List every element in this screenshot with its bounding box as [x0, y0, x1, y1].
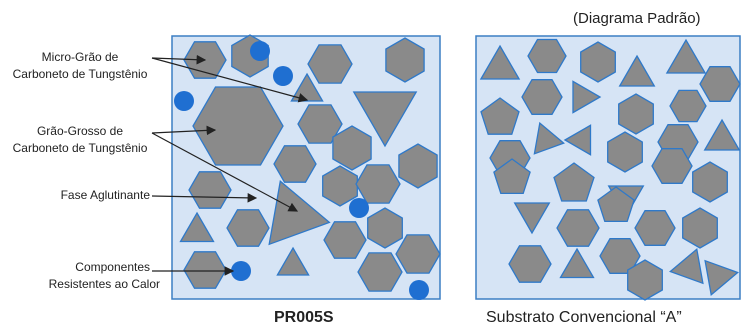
arrow-coarse-grain-1	[151, 125, 217, 136]
coarse-grain	[352, 91, 418, 148]
conventional-grain	[682, 207, 718, 249]
micro-grain	[395, 234, 441, 274]
heat-component-dot	[174, 91, 194, 111]
heat-components	[174, 41, 429, 300]
conventional-grain	[634, 210, 676, 246]
right-grains	[479, 38, 741, 301]
micro-grain	[323, 221, 367, 259]
conventional-grain	[556, 209, 600, 247]
micro-grain	[385, 37, 425, 83]
label-heat-components-line2: Resistentes ao Calor	[48, 277, 160, 291]
micro-grain	[179, 211, 215, 243]
conventional-grain	[572, 80, 602, 114]
left-panel-title: PR005S	[274, 309, 334, 326]
label-micro-grain-line2: Carboneto de Tungstênio	[12, 67, 148, 81]
diagram-note: (Diagrama Padrão)	[573, 10, 701, 27]
conventional-grain	[618, 54, 656, 87]
coarse-grain	[268, 179, 331, 246]
label-coarse-grain: Grão-Grosso de Carboneto de Tungstênio	[0, 123, 160, 157]
conventional-grain	[669, 89, 707, 123]
micro-grain	[276, 246, 310, 276]
micro-grain	[357, 252, 403, 292]
conventional-grain	[651, 148, 693, 184]
micro-grain	[226, 209, 270, 247]
conventional-grain	[627, 259, 663, 301]
micro-grain	[273, 145, 317, 183]
heat-component-dot	[250, 41, 270, 61]
conventional-grain	[665, 38, 707, 74]
label-heat-components: Componentes Resistentes ao Calor	[0, 259, 160, 293]
micro-grain	[355, 164, 401, 204]
conventional-grain	[480, 97, 520, 135]
label-heat-components-line1: Componentes	[75, 260, 150, 274]
right-panel-title: Substrato Convencional “A”	[486, 309, 682, 326]
micro-grain	[307, 44, 353, 84]
conventional-grain	[559, 247, 595, 279]
micro-grain	[297, 104, 343, 144]
label-binder-phase: Fase Aglutinante	[0, 187, 150, 204]
label-coarse-grain-line2: Carboneto de Tungstênio	[12, 141, 148, 155]
conventional-grain	[479, 44, 521, 80]
conventional-grain	[699, 66, 741, 102]
conventional-grain	[704, 259, 739, 297]
conventional-grain	[703, 118, 741, 151]
arrow-binder-phase	[151, 193, 258, 203]
heat-component-dot	[409, 280, 429, 300]
arrow-coarse-grain-2	[151, 132, 299, 212]
micro-grain	[398, 143, 438, 189]
label-micro-grain: Micro-Grão de Carboneto de Tungstênio	[0, 49, 160, 83]
conventional-grain	[493, 158, 531, 195]
heat-component-dot	[273, 66, 293, 86]
conventional-grain	[597, 186, 635, 223]
label-coarse-grain-line1: Grão-Grosso de	[36, 124, 124, 138]
conventional-grain	[607, 131, 643, 173]
conventional-grain	[618, 93, 654, 135]
conventional-grain	[692, 161, 728, 203]
heat-component-dot	[349, 198, 369, 218]
conventional-grain	[513, 202, 551, 235]
micro-grain	[332, 125, 372, 171]
conventional-grain	[669, 247, 704, 285]
conventional-grain	[508, 245, 552, 283]
arrow-micro-grain-1	[151, 54, 207, 65]
arrow-micro-grain-2	[151, 57, 309, 103]
conventional-grain	[521, 79, 563, 115]
heat-component-dot	[231, 261, 251, 281]
label-binder-phase-line1: Fase Aglutinante	[60, 188, 150, 202]
conventional-grain	[580, 41, 616, 83]
label-micro-grain-line1: Micro-Grão de	[41, 50, 119, 64]
conventional-grain	[563, 124, 592, 156]
micro-grain	[188, 171, 232, 209]
micro-grain	[322, 165, 358, 207]
conventional-grain	[553, 162, 595, 202]
conventional-grain	[533, 121, 565, 155]
micro-grain	[367, 207, 403, 249]
conventional-grain	[527, 38, 567, 74]
micro-grain	[183, 251, 227, 289]
